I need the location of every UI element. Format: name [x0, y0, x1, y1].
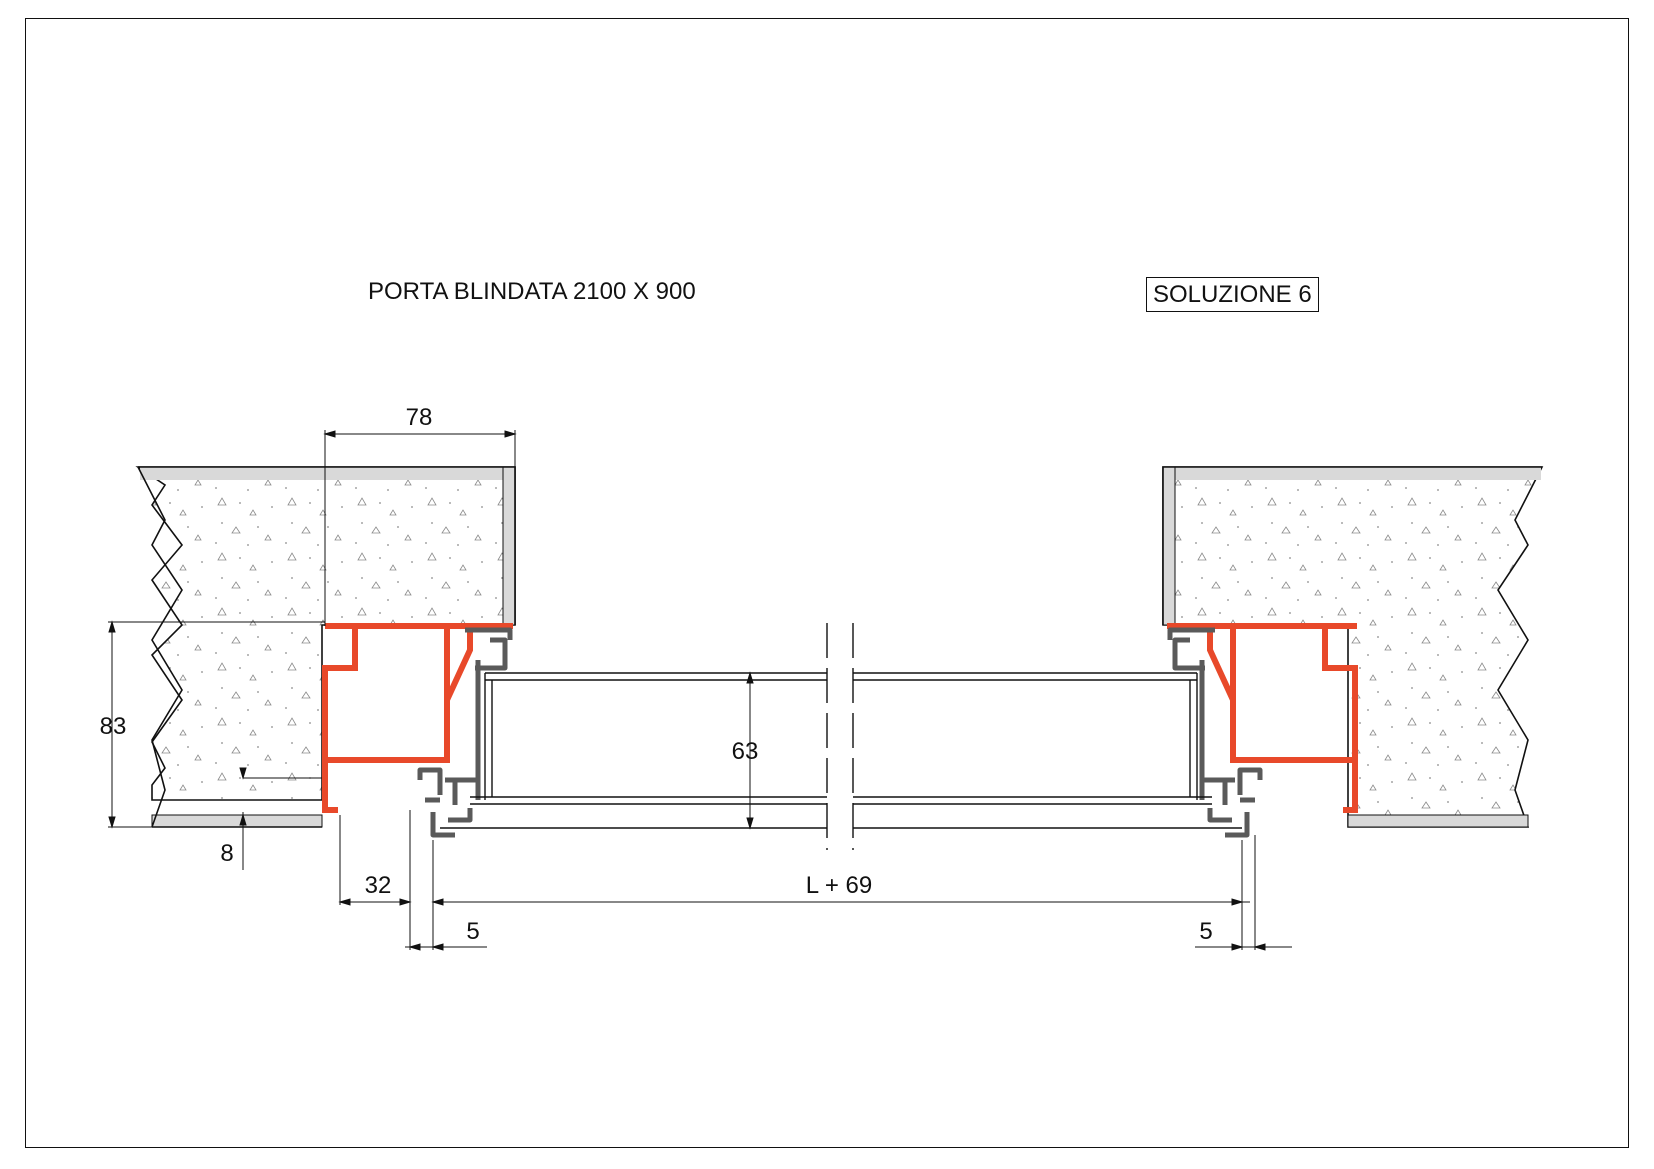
drawing-frame	[25, 18, 1629, 1148]
dim-label-83: 83	[99, 713, 127, 740]
right-wall	[1162, 466, 1544, 828]
dim-label-78: 78	[405, 404, 433, 431]
dim-label-32: 32	[364, 872, 392, 899]
dim-label-l-plus-69: L + 69	[805, 872, 873, 899]
right-aluminium-profile	[1167, 627, 1263, 838]
left-steel-frame-profile	[322, 623, 513, 813]
door-leaf	[440, 623, 1242, 850]
right-steel-frame-profile	[1167, 623, 1358, 813]
left-aluminium-profile	[417, 627, 513, 838]
dim-label-63: 63	[731, 738, 759, 765]
solution-badge: SOLUZIONE 6	[1146, 277, 1319, 312]
dim-label-5-left: 5	[466, 918, 480, 945]
left-wall	[135, 466, 516, 828]
drawing-title: PORTA BLINDATA 2100 X 900	[368, 278, 696, 305]
dim-label-8: 8	[220, 840, 234, 867]
dim-label-5-right: 5	[1199, 918, 1213, 945]
dimension-lines	[108, 430, 1292, 951]
